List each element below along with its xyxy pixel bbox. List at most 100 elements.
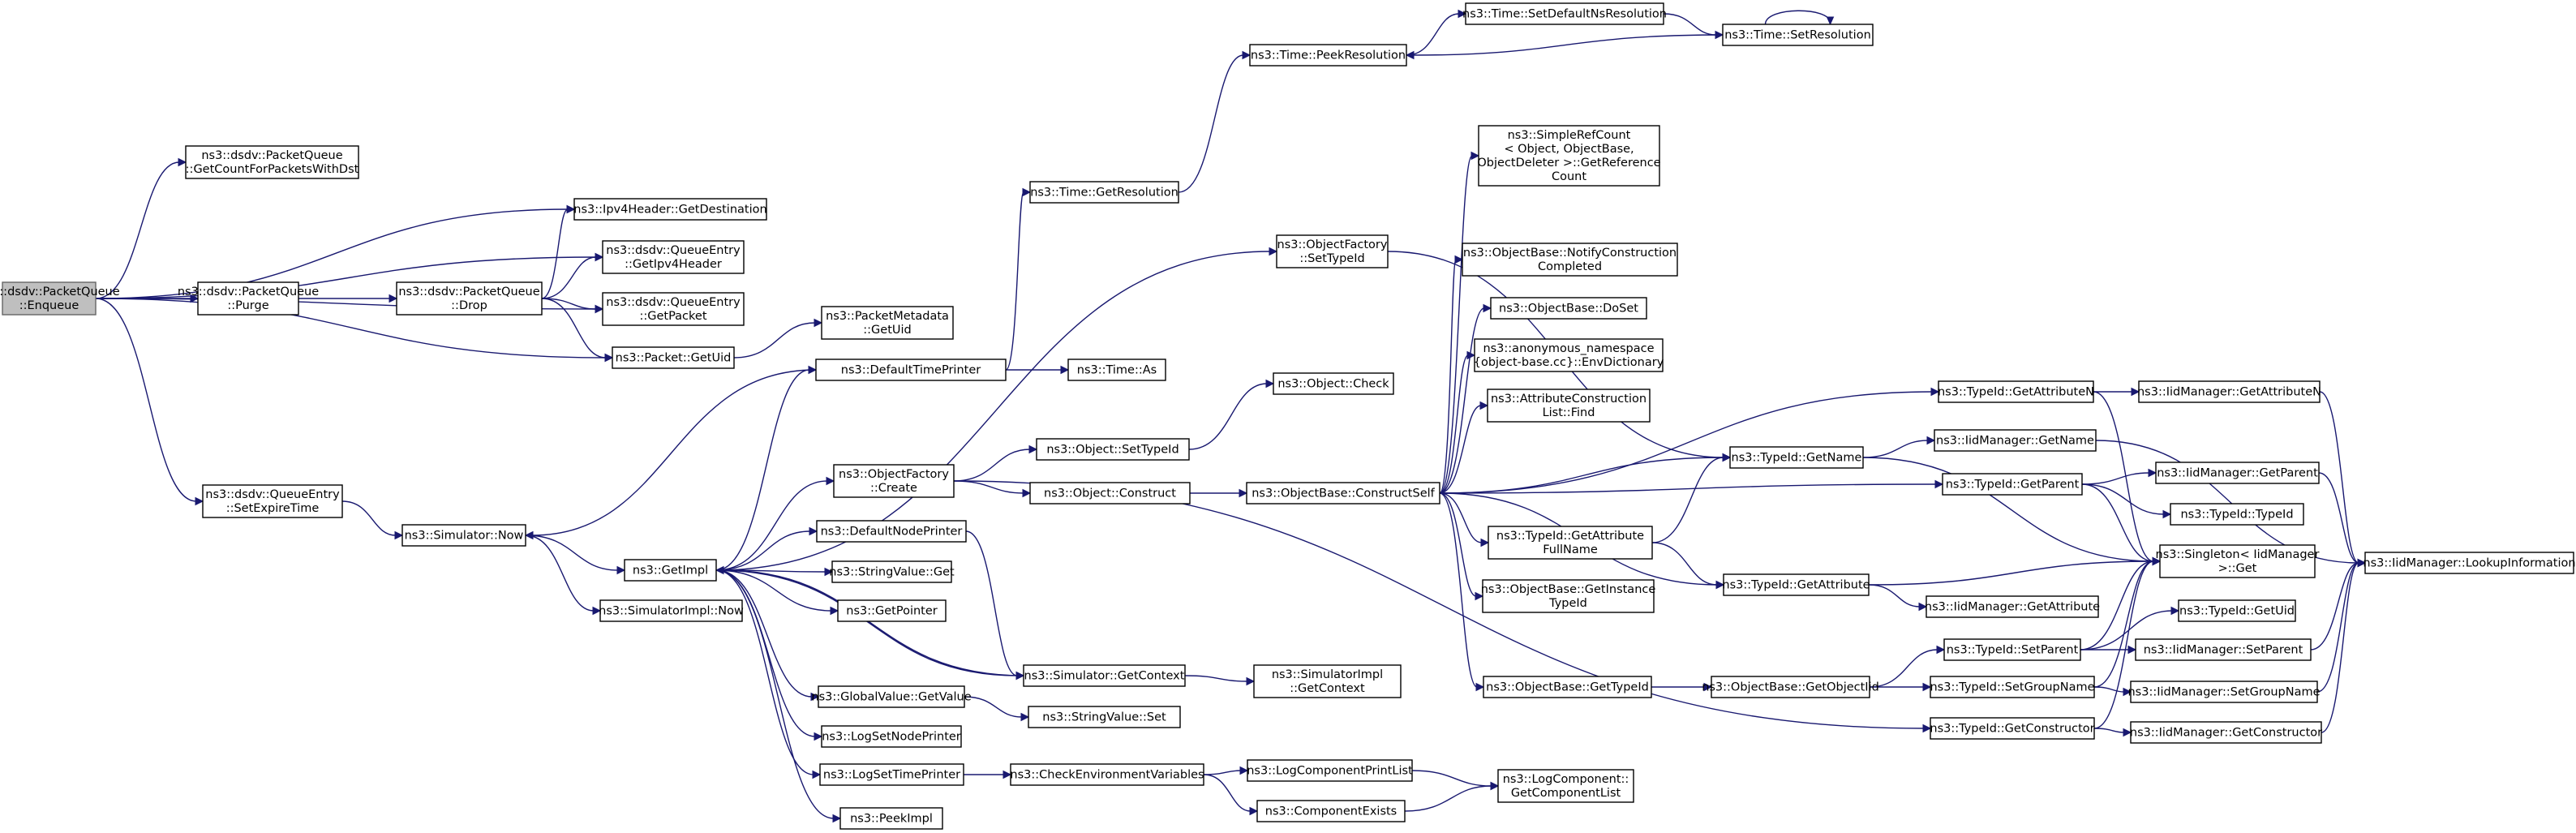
node-label: FullName: [1543, 543, 1598, 556]
edge-n36-n45: [2093, 391, 2162, 566]
edge-n52-n55: [965, 530, 1025, 681]
node-n1[interactable]: ns3::dsdv::PacketQueue::GetCountForPacke…: [185, 145, 359, 179]
edge-n11-n65: [715, 569, 842, 823]
node-n25[interactable]: ns3::SimpleRefCount< Object, ObjectBase,…: [1477, 125, 1661, 187]
node-n56[interactable]: ns3::SimulatorImpl::GetContext: [1253, 664, 1402, 698]
node-n53[interactable]: ns3::StringValue::Get: [829, 560, 955, 583]
node-n27[interactable]: ns3::ObjectBase::DoSet: [1490, 297, 1647, 320]
node-box: [1722, 24, 1874, 46]
edge-n24-n30: [1439, 492, 1490, 547]
node-n2[interactable]: ns3::Ipv4Header::GetDestination: [573, 198, 767, 221]
node-n55[interactable]: ns3::Simulator::GetContext: [1023, 664, 1186, 687]
node-label: ns3::StringValue::Set: [1042, 711, 1166, 724]
node-n0[interactable]: ns3::dsdv::PacketQueue::Enqueue: [0, 281, 120, 316]
node-n4[interactable]: ns3::dsdv::PacketQueue::Purge: [178, 281, 319, 316]
node-n11[interactable]: ns3::GetImpl: [624, 559, 717, 582]
node-n18[interactable]: ns3::Time::As: [1067, 359, 1166, 381]
node-n41[interactable]: ns3::IidManager::GetAttributeN: [2137, 380, 2321, 403]
node-label: ::GetContext: [1290, 682, 1365, 695]
node-n47[interactable]: ns3::TypeId::GetUid: [2178, 599, 2296, 622]
node-n5[interactable]: ns3::dsdv::PacketQueue::Drop: [396, 281, 543, 316]
node-box: [831, 560, 952, 583]
node-label: ns3::Time::PeekResolution: [1251, 49, 1406, 62]
node-n59[interactable]: ns3::LogSetNodePrinter: [821, 725, 962, 748]
node-n44[interactable]: ns3::TypeId::TypeId: [2170, 503, 2304, 526]
node-n23[interactable]: ns3::Object::Construct: [1029, 482, 1191, 505]
node-n9[interactable]: ns3::dsdv::QueueEntry::SetExpireTime: [202, 484, 343, 518]
node-box: [1036, 438, 1190, 461]
node-label: ns3::dsdv::QueueEntry: [205, 488, 340, 501]
node-n50[interactable]: ns3::IidManager::GetConstructor: [2130, 721, 2322, 744]
node-n63[interactable]: ns3::ComponentExists: [1256, 800, 1406, 822]
node-n36[interactable]: ns3::TypeId::GetAttributeN: [1938, 380, 2094, 403]
node-label: ns3::IidManager::LookupInformation: [2363, 557, 2575, 570]
edge-n5-n7: [541, 298, 614, 363]
node-label: ns3::LogSetNodePrinter: [822, 731, 961, 744]
node-n62[interactable]: ns3::LogComponentPrintList: [1247, 759, 1413, 782]
node-box: [599, 599, 743, 622]
node-n35[interactable]: ns3::TypeId::GetAttribute: [1722, 573, 1870, 596]
node-n65[interactable]: ns3::PeekImpl: [839, 807, 943, 830]
node-n10[interactable]: ns3::Simulator::Now: [401, 524, 526, 547]
node-n19[interactable]: ns3::ObjectFactory::Create: [833, 464, 955, 498]
node-n14[interactable]: ns3::Time::GetResolution: [1029, 181, 1179, 204]
node-n40[interactable]: ns3::TypeId::GetConstructor: [1930, 717, 2095, 740]
node-label: ::SetTypeId: [1299, 252, 1364, 265]
node-n49[interactable]: ns3::IidManager::SetGroupName: [2127, 681, 2321, 703]
node-n64[interactable]: ns3::LogComponent::GetComponentList: [1497, 769, 1634, 803]
node-n24[interactable]: ns3::ObjectBase::ConstructSelf: [1246, 482, 1440, 505]
node-box: [1934, 429, 2097, 452]
node-n60[interactable]: ns3::LogSetTimePrinter: [819, 763, 964, 786]
node-n32[interactable]: ns3::ObjectBase::GetTypeId: [1483, 676, 1652, 698]
node-label: ObjectDeleter >::GetReference: [1477, 157, 1660, 170]
node-n12[interactable]: ns3::SimulatorImpl::Now: [599, 599, 744, 622]
node-n43[interactable]: ns3::IidManager::GetParent: [2155, 462, 2320, 484]
node-n58[interactable]: ns3::StringValue::Set: [1028, 706, 1181, 728]
node-n51[interactable]: ns3::IidManager::LookupInformation: [2363, 552, 2576, 574]
node-box: [1462, 243, 1678, 277]
node-box: [197, 281, 299, 316]
node-n38[interactable]: ns3::TypeId::SetParent: [1943, 638, 2081, 661]
node-n16[interactable]: ns3::Time::SetDefaultNsResolution: [1462, 2, 1667, 25]
node-n54[interactable]: ns3::GetPointer: [837, 599, 947, 622]
node-n26[interactable]: ns3::ObjectBase::NotifyConstructionCompl…: [1462, 243, 1678, 277]
node-n21[interactable]: ns3::Object::Check: [1273, 372, 1394, 395]
node-n17[interactable]: ns3::Time::SetResolution: [1722, 24, 1874, 46]
node-n57[interactable]: ns3::GlobalValue::GetValue: [811, 685, 972, 708]
node-n61[interactable]: ns3::CheckEnvironmentVariables: [1010, 763, 1204, 786]
node-n3[interactable]: ns3::dsdv::QueueEntry::GetIpv4Header: [602, 240, 745, 274]
node-n15[interactable]: ns3::Time::PeekResolution: [1249, 44, 1407, 67]
node-n33[interactable]: ns3::ObjectBase::GetObjectIid: [1702, 676, 1879, 698]
node-label: ns3::GetPointer: [846, 605, 938, 618]
node-n28[interactable]: ns3::anonymous_namespace{object-base.cc}…: [1474, 338, 1664, 372]
node-n42[interactable]: ns3::IidManager::GetName: [1934, 429, 2097, 452]
node-label: ::Create: [870, 482, 917, 495]
node-label: ns3::Time::As: [1077, 364, 1157, 377]
node-n46[interactable]: ns3::IidManager::GetAttribute: [1925, 595, 2100, 618]
node-n20[interactable]: ns3::Object::SetTypeId: [1036, 438, 1190, 461]
node-box: [818, 685, 965, 708]
node-n7[interactable]: ns3::Packet::GetUid: [612, 346, 735, 369]
node-n52[interactable]: ns3::DefaultNodePrinter: [816, 520, 967, 543]
node-n6[interactable]: ns3::dsdv::QueueEntry::GetPacket: [602, 292, 745, 326]
node-n34[interactable]: ns3::TypeId::GetName: [1729, 446, 1864, 469]
node-n37[interactable]: ns3::TypeId::GetParent: [1942, 473, 2083, 496]
node-n45[interactable]: ns3::Singleton< IidManager>::Get: [2156, 544, 2320, 578]
node-n39[interactable]: ns3::TypeId::SetGroupName: [1930, 676, 2095, 698]
edge-n40-n45: [2093, 556, 2162, 729]
node-n22[interactable]: ns3::ObjectFactory::SetTypeId: [1276, 234, 1389, 268]
node-box: [1930, 676, 2095, 698]
node-box: [1029, 482, 1191, 505]
node-n48[interactable]: ns3::IidManager::SetParent: [2135, 638, 2312, 661]
node-box: [2178, 599, 2296, 622]
node-box: [1478, 125, 1660, 187]
node-label: ns3::Packet::GetUid: [616, 352, 732, 365]
node-box: [1487, 389, 1651, 423]
node-label: ns3::ObjectBase::GetInstance: [1481, 583, 1656, 596]
node-n13[interactable]: ns3::DefaultTimePrinter: [815, 359, 1007, 381]
node-n8[interactable]: ns3::PacketMetadata::GetUid: [821, 306, 954, 340]
